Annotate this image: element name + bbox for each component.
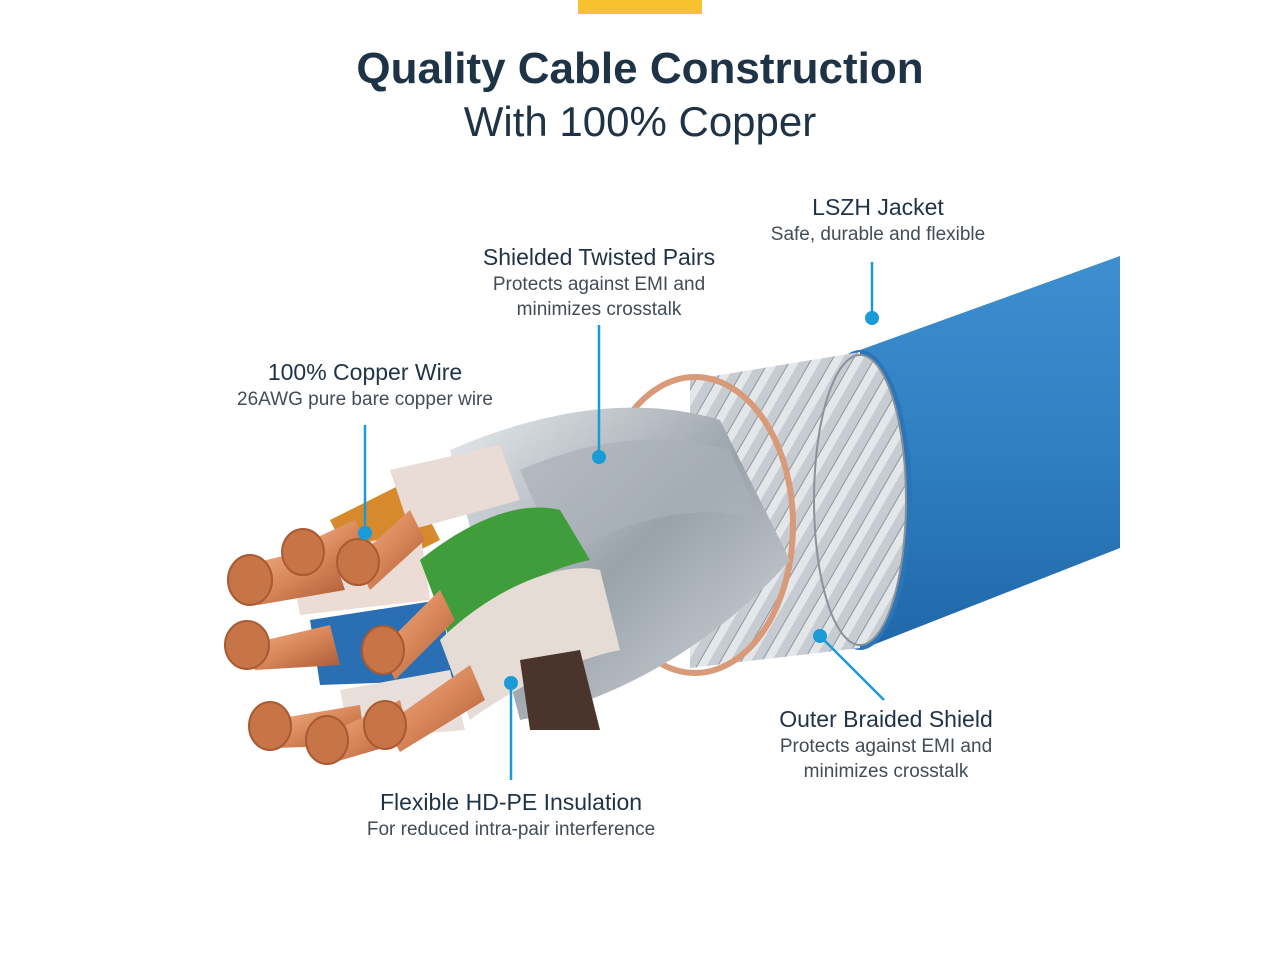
callout-copper-heading: 100% Copper Wire xyxy=(267,359,463,385)
callout-twisted-description-2: minimizes crosstalk xyxy=(516,299,682,320)
callout-twisted: Shielded Twisted Pairs Protects against … xyxy=(448,242,750,322)
callout-insulation-description: For reduced intra-pair interference xyxy=(366,819,656,840)
callout-braided: Outer Braided Shield Protects against EM… xyxy=(746,704,1026,784)
callout-twisted-pointer xyxy=(592,325,606,464)
callout-braided-pointer xyxy=(813,629,885,701)
copper-wires xyxy=(224,510,485,765)
page-subtitle: With 100% Copper xyxy=(463,98,817,145)
callout-braided-description-2: minimizes crosstalk xyxy=(803,761,969,782)
callout-lszh-heading: LSZH Jacket xyxy=(812,194,944,220)
callout-lszh: LSZH Jacket Safe, durable and flexible xyxy=(740,192,1016,247)
callout-insulation-heading: Flexible HD-PE Insulation xyxy=(379,789,643,815)
accent-bar xyxy=(578,0,702,14)
callout-twisted-description-1: Protects against EMI and xyxy=(492,274,706,295)
callout-copper: 100% Copper Wire 26AWG pure bare copper … xyxy=(215,357,515,412)
callout-insulation-pointer xyxy=(504,676,518,780)
callout-twisted-heading: Shielded Twisted Pairs xyxy=(482,244,716,270)
callout-lszh-description: Safe, durable and flexible xyxy=(770,224,986,245)
page-title: Quality Cable Construction xyxy=(356,44,924,93)
callout-lszh-pointer xyxy=(865,262,879,325)
callout-braided-heading: Outer Braided Shield xyxy=(779,706,993,732)
callout-braided-description-1: Protects against EMI and xyxy=(779,736,993,757)
callout-copper-pointer xyxy=(358,425,372,540)
callout-insulation: Flexible HD-PE Insulation For reduced in… xyxy=(336,787,686,842)
callout-copper-description: 26AWG pure bare copper wire xyxy=(237,389,493,410)
